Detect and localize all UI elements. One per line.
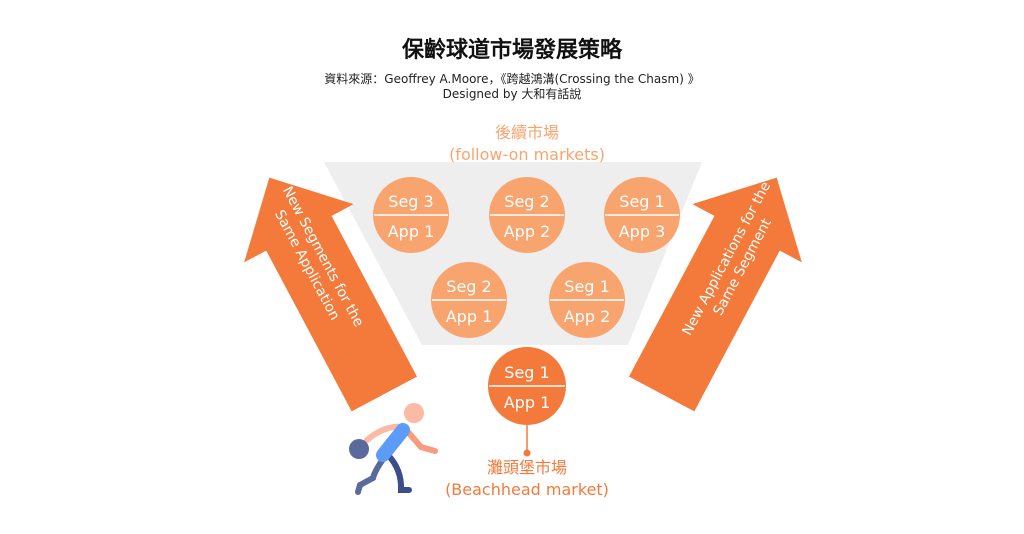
circle-seg: Seg 3 bbox=[388, 192, 433, 211]
market-circle: Seg 3 App 1 bbox=[373, 177, 449, 253]
market-circle: Seg 1 App 3 bbox=[604, 177, 680, 253]
market-circle: Seg 2 App 2 bbox=[489, 177, 565, 253]
connector-dot bbox=[523, 449, 531, 457]
beachhead-en: (Beachhead market) bbox=[445, 480, 609, 499]
page-title: 保齡球道市場發展策略 bbox=[401, 38, 622, 63]
circle-seg: Seg 1 bbox=[564, 277, 609, 296]
follow-on-zh: 後續市場 bbox=[494, 123, 559, 142]
circle-app: App 3 bbox=[619, 222, 666, 241]
bowler-icon bbox=[349, 403, 438, 495]
circle-app: App 1 bbox=[446, 307, 493, 326]
circle-seg: Seg 2 bbox=[504, 192, 549, 211]
beachhead-zh: 灘頭堡市場 bbox=[486, 458, 567, 477]
circle-seg: Seg 1 bbox=[619, 192, 664, 211]
beachhead-seg: Seg 1 bbox=[504, 363, 549, 382]
market-circle: Seg 2 App 1 bbox=[431, 262, 507, 338]
circle-app: App 2 bbox=[564, 307, 611, 326]
follow-on-label: 後續市場 (follow-on markets) bbox=[412, 122, 642, 166]
source-caption: 資料來源：Geoffrey A.Moore，《跨越鴻溝(Crossing the… bbox=[0, 72, 1024, 102]
designer-text: Designed by 大和有話說 bbox=[442, 87, 582, 101]
market-circle: Seg 1 App 2 bbox=[549, 262, 625, 338]
beachhead-label: 灘頭堡市場 (Beachhead market) bbox=[412, 457, 642, 501]
source-text: 資料來源：Geoffrey A.Moore，《跨越鴻溝(Crossing the… bbox=[324, 72, 700, 86]
beachhead-circle: Seg 1 App 1 bbox=[488, 347, 566, 425]
circle-app: App 1 bbox=[388, 222, 435, 241]
circle-app: App 2 bbox=[504, 222, 551, 241]
follow-on-en: (follow-on markets) bbox=[449, 145, 605, 164]
circle-seg: Seg 2 bbox=[446, 277, 491, 296]
beachhead-app: App 1 bbox=[504, 393, 551, 412]
